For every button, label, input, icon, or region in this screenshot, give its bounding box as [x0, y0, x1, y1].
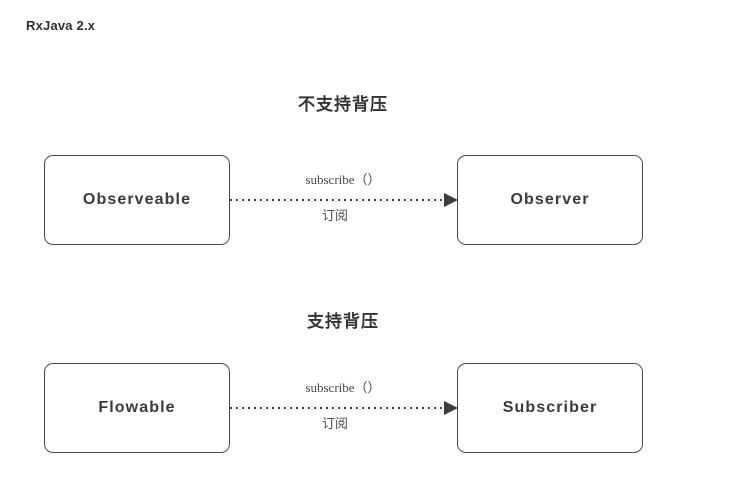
- section-heading-backpressure: 支持背压: [307, 312, 379, 331]
- node-observer-label: Observer: [510, 191, 590, 208]
- edge-label-subscribe-2: subscribe（）: [305, 380, 381, 395]
- connector-flowable-to-subscriber: [230, 401, 458, 415]
- node-flowable-label: Flowable: [98, 399, 176, 416]
- node-subscriber: Subscriber: [457, 363, 643, 453]
- edge-label-subscribe-cn-1: 订阅: [321, 208, 348, 223]
- node-observable-label: Observeable: [82, 191, 192, 208]
- node-subscriber-label: Subscriber: [502, 399, 598, 416]
- edge-label-subscribe-cn-2: 订阅: [321, 416, 348, 431]
- diagram-row-no-backpressure: Observeable subscribe（） 订阅 Observer: [0, 155, 740, 247]
- dotted-line-icon: [230, 199, 444, 201]
- dotted-line-icon: [230, 407, 444, 409]
- arrow-head-icon: [444, 401, 458, 415]
- node-observable: Observeable: [44, 155, 230, 245]
- edge-label-subscribe-1: subscribe（）: [305, 172, 381, 187]
- arrow-head-icon: [444, 193, 458, 207]
- node-observer: Observer: [457, 155, 643, 245]
- page-title: RxJava 2.x: [26, 18, 96, 33]
- connector-observable-to-observer: [230, 193, 458, 207]
- diagram-row-backpressure: Flowable subscribe（） 订阅 Subscriber: [0, 363, 740, 455]
- section-heading-no-backpressure: 不支持背压: [298, 95, 388, 114]
- node-flowable: Flowable: [44, 363, 230, 453]
